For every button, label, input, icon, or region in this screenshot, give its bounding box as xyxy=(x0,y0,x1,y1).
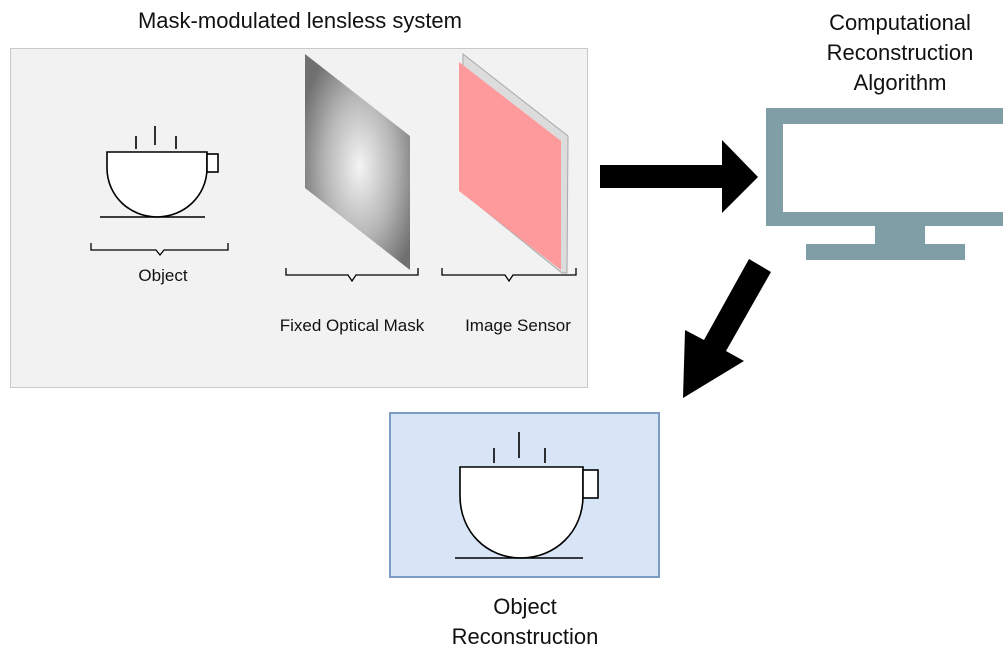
algorithm-title-line-1: Computational xyxy=(829,10,971,35)
optical-mask xyxy=(305,54,410,270)
monitor-icon xyxy=(766,108,1003,260)
arrow-down-left xyxy=(683,259,771,398)
system-title: Mask-modulated lensless system xyxy=(137,8,462,33)
sensor-label: Image Sensor xyxy=(465,316,571,335)
object-brace xyxy=(90,243,229,257)
reconstruction-label: Object Reconstruction xyxy=(400,592,650,652)
reconstruction-label-line-1: Object xyxy=(493,594,557,619)
arrow-right xyxy=(600,140,758,213)
object-label: Object xyxy=(138,266,188,285)
algorithm-title: Computational Reconstruction Algorithm xyxy=(775,8,1003,98)
algorithm-title-line-2: Reconstruction xyxy=(826,40,974,65)
image-sensor xyxy=(459,62,561,270)
reconstruction-label-line-2: Reconstruction xyxy=(451,624,599,649)
sensor-brace xyxy=(441,268,577,283)
mask-brace xyxy=(285,268,419,283)
algorithm-title-line-3: Algorithm xyxy=(853,70,947,95)
object-teacup-icon xyxy=(100,126,219,218)
reconstruction-teacup-icon xyxy=(455,432,599,559)
mask-label: Fixed Optical Mask xyxy=(279,316,425,335)
